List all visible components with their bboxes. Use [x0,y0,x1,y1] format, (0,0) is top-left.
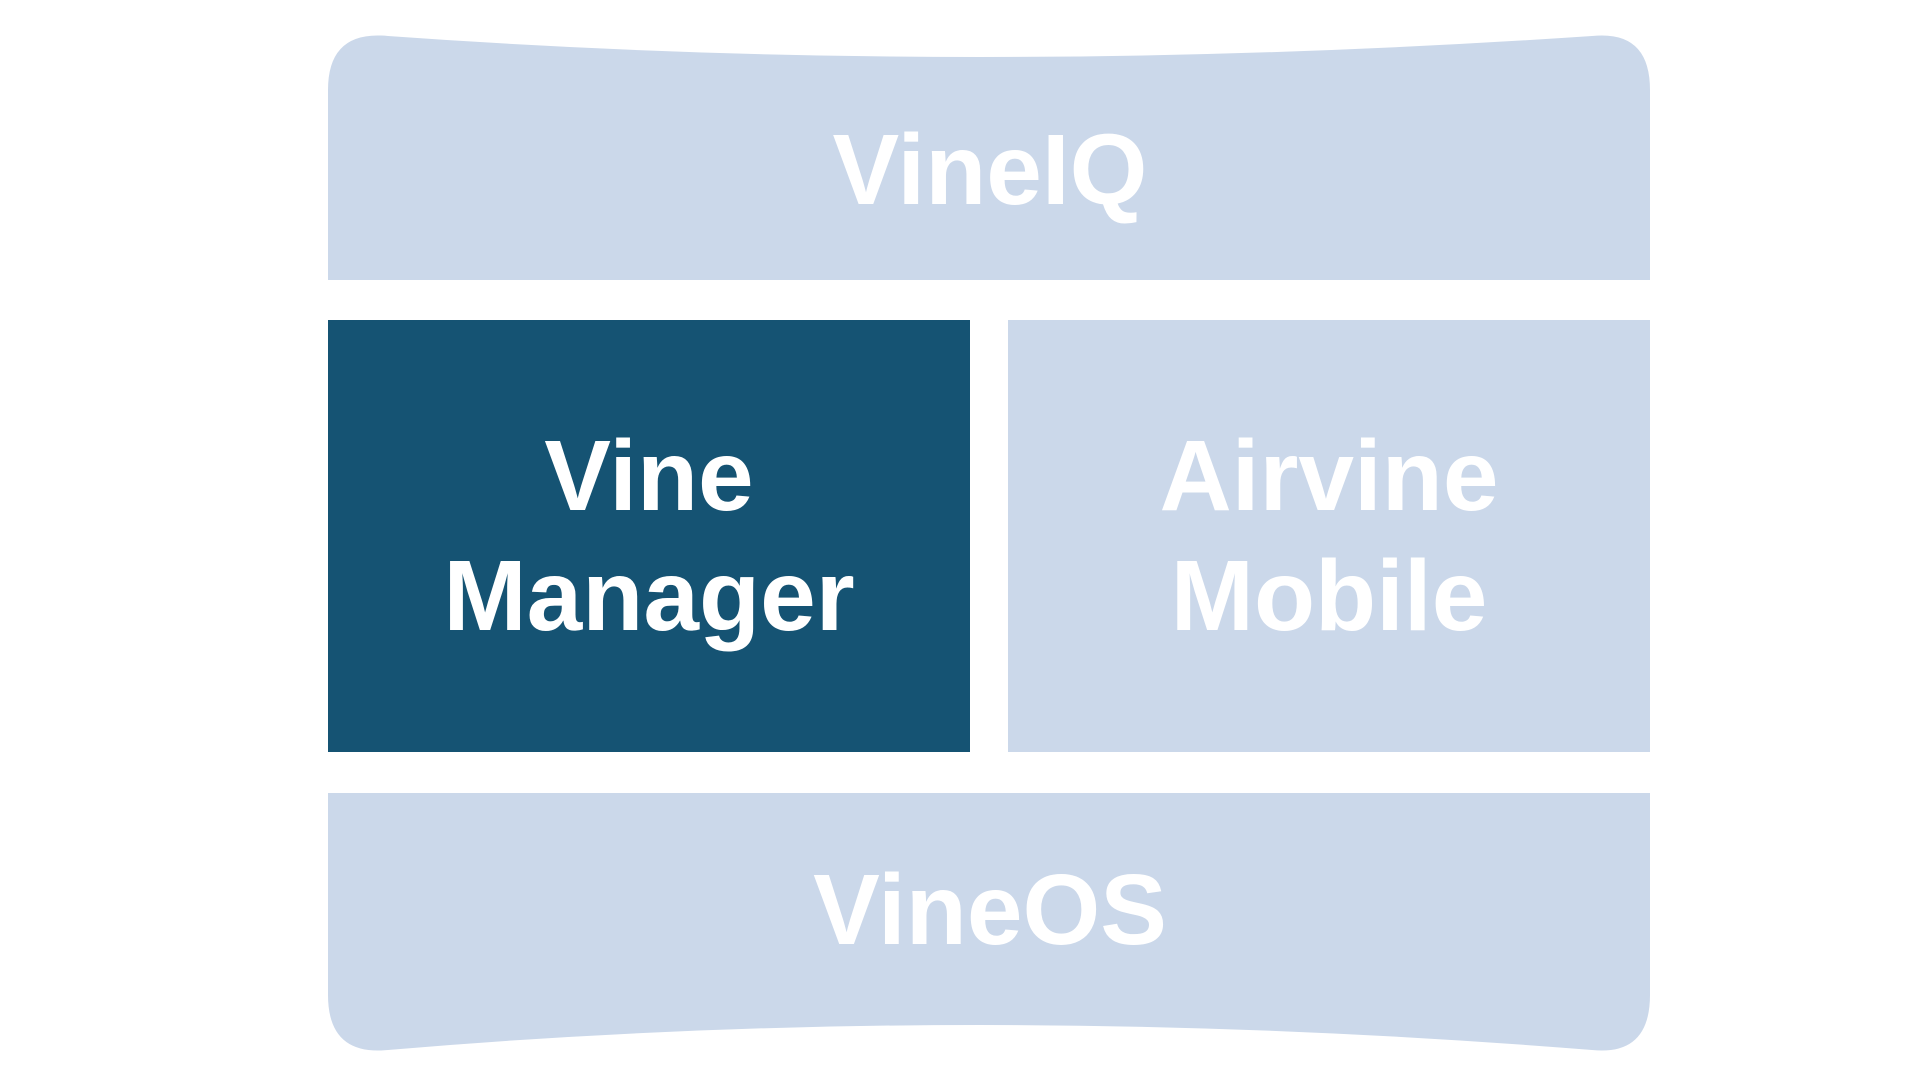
vineiq-block[interactable] [328,35,1650,280]
airvine-mobile-block[interactable] [1008,320,1650,752]
vine-manager-block[interactable] [328,320,970,752]
vineos-label: VineOS [813,854,1167,966]
airvine-mobile-label: Airvine Mobile [1159,420,1499,652]
vineos-block[interactable] [328,793,1650,1051]
vine-manager-label: Vine Manager [443,420,855,652]
vineiq-label: VineIQ [832,114,1148,226]
